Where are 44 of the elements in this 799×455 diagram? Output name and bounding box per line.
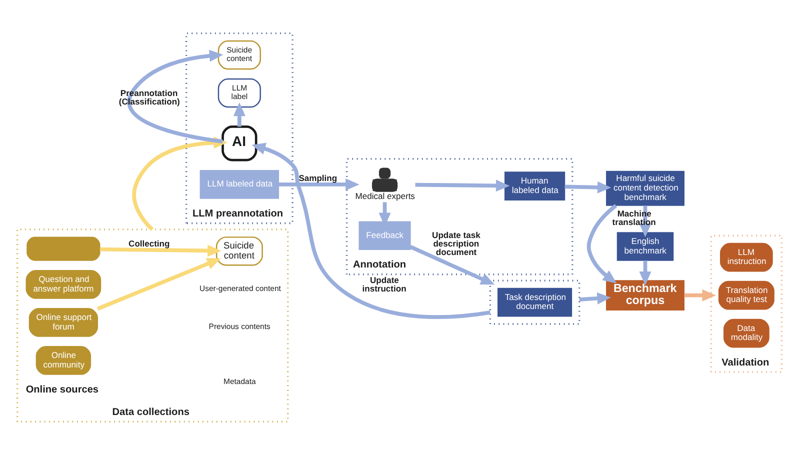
arrow [100,244,222,257]
node-box: Data modality [723,318,770,348]
node-box: AI [222,126,258,162]
arrow [579,292,611,304]
arrow [586,204,618,284]
label: Previous contents [208,322,270,332]
arrow [96,258,221,311]
cluster [489,280,580,325]
node-box: Human labeled data [504,172,566,200]
node-box: Benchmark corpus [606,280,684,311]
label: Metadata [224,377,256,386]
arrow [639,260,652,286]
edge-label: Machine translation [612,208,656,228]
node-box: Harmful suicide content detection benchmark [606,170,684,206]
node-box: LLM labeled data [200,170,280,199]
node-box: Feedback [358,221,411,250]
arrow [278,178,360,190]
node-box: Online support forum [28,308,98,337]
arrow [233,102,246,127]
node-box [26,236,100,261]
node-box: Task description document [498,288,572,317]
arrow [127,50,224,144]
node-box: Translation quality test [718,280,774,310]
arrow [564,181,612,194]
arrow [410,245,495,285]
node-box: Question and answer platform [26,270,102,299]
arrow [415,180,510,192]
label: User-generated content [199,284,281,294]
node-box: Suicide content [216,236,263,266]
node-box: LLM instruction [720,242,773,272]
arrow [684,289,716,302]
node-label: Medical experts [355,191,415,202]
node-box: English benchmark [616,232,674,261]
edge-label: Collecting [128,238,170,248]
label: Online sources [26,384,99,396]
node-box: Online community [36,346,92,375]
arrow [252,142,490,319]
edge-label: Preannotation (Classification) [118,88,180,106]
node-box: Suicide content [218,40,261,70]
node-box: LLM label [218,78,261,108]
arrow [639,206,652,238]
edge-label: Update instruction [362,274,406,294]
edge-label: Update task description document [432,230,480,257]
edge-label: Sampling [298,173,338,184]
